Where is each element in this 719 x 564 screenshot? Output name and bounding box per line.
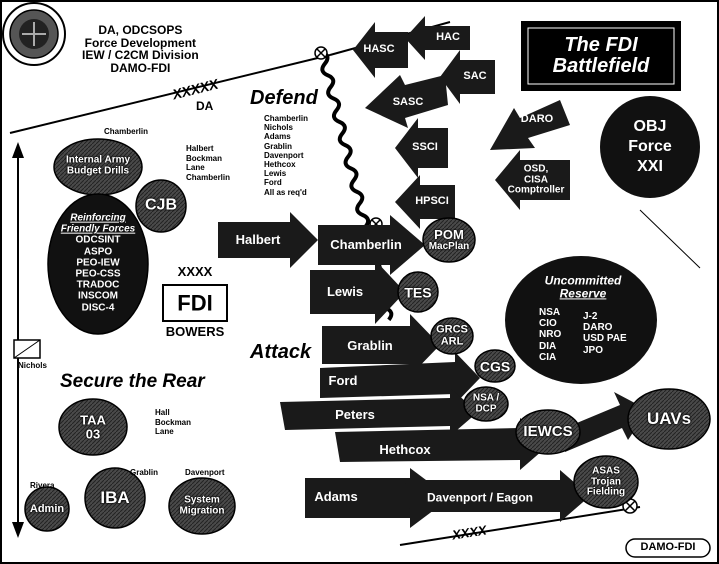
arrow-lewis: Lewis [326,284,364,300]
label-chamberlin: Chamberlin [104,127,149,136]
label-grablin: Grablin [130,468,159,477]
arrow-halbert: Halbert [235,232,281,248]
arrow-davenport: Davenport / Eagon [426,490,534,505]
obj-force-xxi-circle [600,96,700,198]
arrow-hasc: HASC [363,43,395,56]
label-davenport: Davenport [185,468,225,477]
objective-ovals [397,217,711,509]
obj-iewcs: IEWCS [523,423,573,441]
fdi-name: FDI [177,290,213,316]
fdi-commander: BOWERS [165,324,225,340]
arrow-hethcox: Hethcox [379,442,431,458]
header-block: DA, ODCSOPS Force Development IEW / C2CM… [82,24,199,74]
arrow-osd: OSD, CISA Comptroller [507,163,565,196]
fdi-unit-box [162,284,228,322]
obj-nsa: NSA / DCP [472,392,500,414]
header-line: DA, ODCSOPS [98,23,183,37]
arrow-hpsci: HPSCI [415,195,449,208]
da-label: DA [196,99,214,113]
title-box [521,21,681,91]
da-boundary-line [9,54,331,134]
fdi-echelon: XXXX [177,264,213,280]
attack-arrows [218,212,648,528]
cjb-list: Halbert Bockman Lane Chamberlin [186,144,231,182]
arrow-adams: Adams [314,489,358,505]
obj-cgs: CGS [479,358,511,375]
taa-list: Hall Bockman Lane [155,408,192,437]
reinforcing-forces: Reinforcing Friendly Forces ODCSINT ASPO… [60,212,136,314]
reserve-col1: NSA CIO NRO DIA CIA [539,307,562,363]
bottom-boundary-line [399,506,641,546]
unit-system-migration: System Migration [179,494,225,516]
obj-asas: ASAS Trojan Fielding [586,465,626,498]
arrow-sac: SAC [463,70,487,83]
diagram-title: The FDI Battlefield [552,34,650,77]
reserve-col2: J-2 DARO USD PAE JPO [583,311,627,356]
objective-force-xxi: OBJ Force XXI [628,118,672,175]
defend-list: Chamberlin Nichols Adams Grablin Davenpo… [264,114,309,197]
arrow-peters: Peters [335,407,375,423]
section-attack: Attack [250,341,312,363]
header-line: DAMO-FDI [110,60,171,75]
arrow-sasc: SASC [392,96,424,109]
section-secure-rear: Secure the Rear [60,371,205,392]
footer-box [625,538,711,558]
footer-label: DAMO-FDI [640,541,696,554]
header-line: IEW / C2CM Division [82,48,199,63]
arrow-ford: Ford [328,373,358,389]
rear-ovals [24,138,236,535]
reserve-title: Uncommitted Reserve [544,273,622,300]
obj-tes: TES [404,284,432,301]
label-rivera: Rivera [30,481,55,490]
label-nichols: Nichols [18,361,47,370]
unit-internal-army: Internal Army Budget Drills [65,154,131,176]
obj-pom: POM MacPlan [428,226,470,252]
enemy-arrows [353,16,570,229]
obj-uavs: UAVs [646,409,692,429]
arrow-grablin: Grablin [347,338,393,354]
reserve-circle [505,256,657,384]
section-defend: Defend [250,87,318,109]
unit-cjb: CJB [144,196,178,214]
arrow-chamberlin: Chamberlin [330,237,402,253]
obj-grcs: GRCS ARL [436,323,468,347]
header-line: Force Development [84,35,197,50]
unit-iba: IBA [100,488,130,508]
arrow-hac: HAC [436,31,460,44]
unit-admin: Admin [29,503,65,516]
arrow-daro: DARO [520,113,554,126]
unit-taa: TAA 03 [80,412,106,441]
arrow-ssci: SSCI [412,141,438,154]
